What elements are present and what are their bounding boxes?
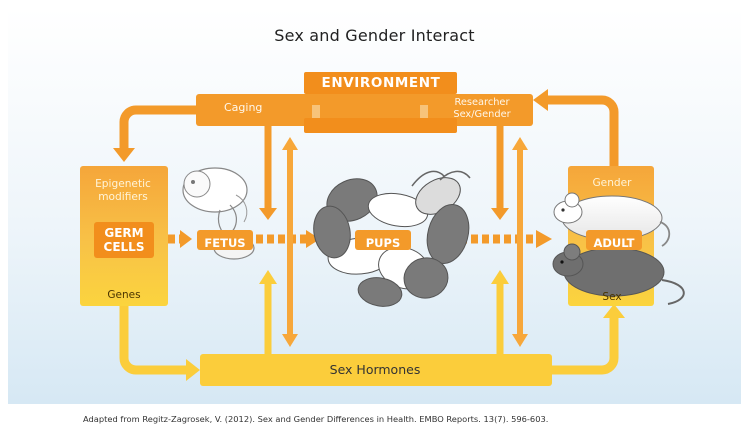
- pups-pill: [355, 230, 411, 250]
- arrowhead: [180, 230, 192, 248]
- env-to-genome-arrow: [113, 105, 196, 162]
- hormone-arrow-left: [259, 270, 277, 354]
- genes-to-hormones-arrow: [119, 306, 200, 381]
- arrowhead: [306, 230, 320, 248]
- adult-pill: [586, 230, 642, 250]
- researcher-arrow: [491, 126, 509, 220]
- pups-label: PUPS: [365, 236, 401, 250]
- fetus-pill: [197, 230, 253, 250]
- researcher-label: Researcher Sex/Gender: [453, 97, 511, 120]
- bidirectional-arrow-left: [282, 137, 298, 347]
- pups-illustration: [313, 170, 471, 307]
- germ-cells-label: GERM CELLS: [103, 226, 145, 254]
- adult-label: ADULT: [593, 236, 635, 250]
- adult-to-env-arrow: [533, 89, 619, 166]
- environment-box: [196, 72, 533, 133]
- fetus-label: FETUS: [204, 236, 246, 250]
- hormones-to-adult-arrow: [552, 304, 625, 375]
- source-caption: Adapted from Regitz-Zagrosek, V. (2012).…: [83, 414, 549, 424]
- germ-cells-pill: [94, 222, 154, 258]
- arrowhead: [536, 230, 552, 248]
- sex-hormones-label: Sex Hormones: [329, 362, 421, 377]
- caging-label: Caging: [224, 101, 263, 114]
- sex-label: Sex: [602, 291, 622, 303]
- epigenetic-label: Epigenetic modifiers: [95, 178, 151, 203]
- genes-label: Genes: [107, 289, 141, 301]
- sex-hormones-box: [200, 354, 552, 386]
- gender-label: Gender: [592, 177, 632, 189]
- hormone-arrow-right: [491, 270, 509, 354]
- diagram-title: Sex and Gender Interact: [274, 26, 475, 45]
- caging-arrow: [259, 126, 277, 220]
- adult-mice-illustration: [552, 192, 685, 305]
- environment-label: ENVIRONMENT: [321, 75, 441, 91]
- bidirectional-arrow-right: [512, 137, 528, 347]
